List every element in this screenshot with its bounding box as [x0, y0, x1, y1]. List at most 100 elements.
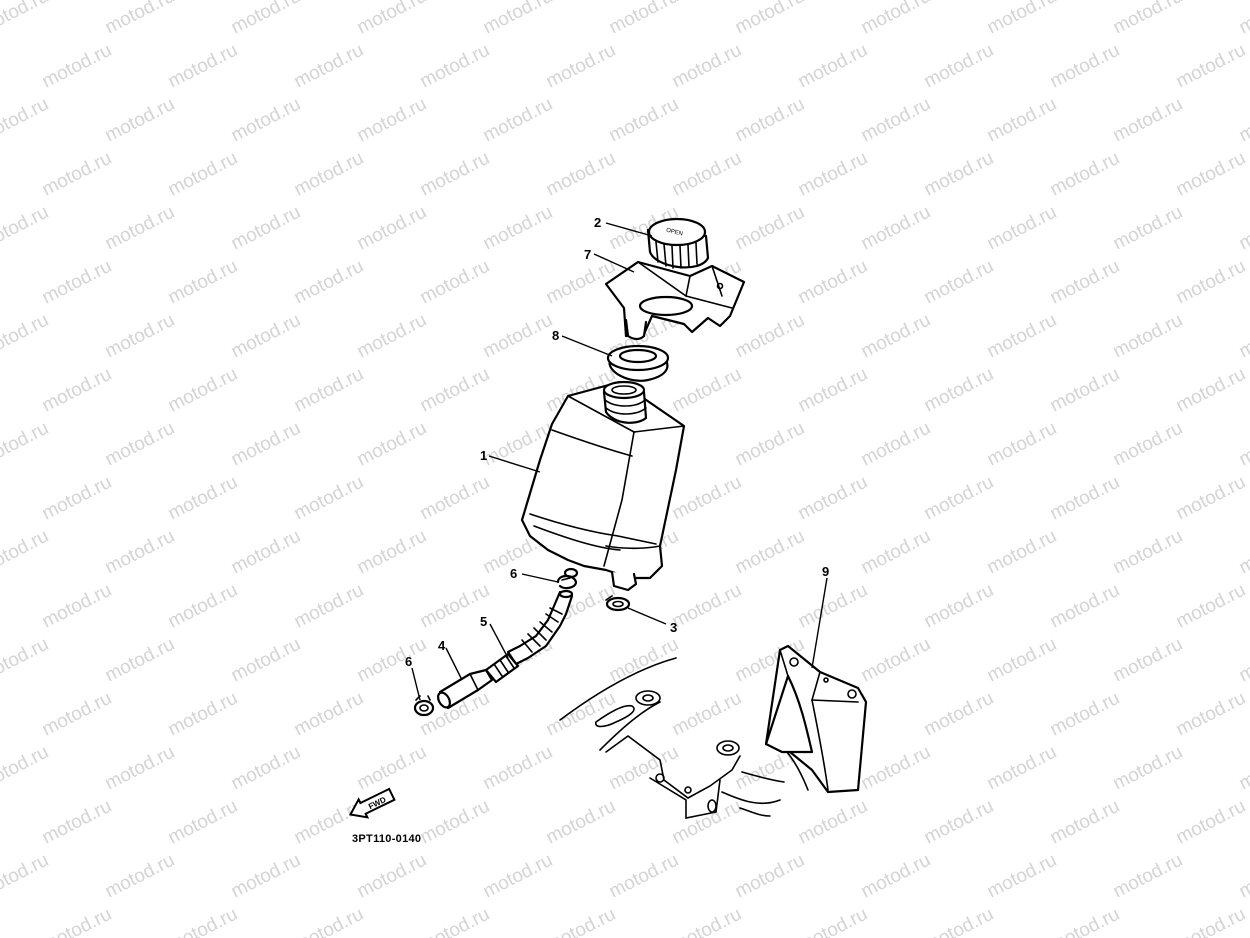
- watermark-text: motod.ru: [417, 796, 493, 849]
- watermark-text: motod.ru: [39, 796, 115, 849]
- watermark-text: motod.ru: [984, 850, 1060, 903]
- watermark-text: motod.ru: [0, 202, 52, 255]
- diagram-code: 3PT110-0140: [352, 833, 421, 845]
- reservoir-cap-part-2[interactable]: OPEN: [646, 217, 710, 269]
- watermark-text: motod.ru: [1110, 0, 1186, 38]
- watermark-text: motod.ru: [732, 526, 808, 579]
- watermark-text: motod.ru: [480, 850, 556, 903]
- watermark-text: motod.ru: [669, 364, 745, 417]
- watermark-text: motod.ru: [417, 364, 493, 417]
- watermark-text: motod.ru: [102, 418, 178, 471]
- watermark-text: motod.ru: [795, 148, 871, 201]
- watermark-text: motod.ru: [795, 256, 871, 309]
- watermark-text: motod.ru: [228, 850, 304, 903]
- pipe-part-4[interactable]: [436, 668, 494, 710]
- watermark-text: motod.ru: [984, 202, 1060, 255]
- watermark-text: motod.ru: [1047, 364, 1123, 417]
- watermark-text: motod.ru: [1236, 742, 1250, 795]
- watermark-text: motod.ru: [291, 904, 367, 938]
- watermark-text: motod.ru: [228, 634, 304, 687]
- watermark-text: motod.ru: [291, 688, 367, 741]
- watermark-text: motod.ru: [858, 94, 934, 147]
- callout-2: 2: [594, 215, 601, 230]
- clip-part-6-lower[interactable]: [413, 695, 435, 717]
- watermark-text: motod.ru: [1236, 310, 1250, 363]
- watermark-text: motod.ru: [1173, 364, 1249, 417]
- watermark-text: motod.ru: [858, 310, 934, 363]
- bracket-part-9[interactable]: [764, 644, 868, 794]
- watermark-text: motod.ru: [228, 94, 304, 147]
- watermark-text: motod.ru: [291, 580, 367, 633]
- watermark-text: motod.ru: [0, 418, 52, 471]
- watermark-text: motod.ru: [669, 796, 745, 849]
- hose-clamp-part-3[interactable]: [605, 595, 631, 612]
- watermark-text: motod.ru: [228, 742, 304, 795]
- watermark-text: motod.ru: [165, 472, 241, 525]
- cover-part-7[interactable]: [604, 260, 746, 341]
- gasket-part-8[interactable]: [606, 344, 670, 382]
- watermark-text: motod.ru: [417, 472, 493, 525]
- clip-part-6-upper[interactable]: [556, 574, 578, 590]
- watermark-text: motod.ru: [858, 850, 934, 903]
- watermark-text: motod.ru: [165, 796, 241, 849]
- watermark-text: motod.ru: [39, 472, 115, 525]
- watermark-text: motod.ru: [354, 94, 430, 147]
- watermark-text: motod.ru: [39, 580, 115, 633]
- watermark-text: motod.ru: [291, 148, 367, 201]
- cap-marking-text: OPEN: [665, 228, 683, 238]
- watermark-text: motod.ru: [732, 94, 808, 147]
- watermark-text: motod.ru: [165, 40, 241, 93]
- watermark-text: motod.ru: [732, 310, 808, 363]
- watermark-text: motod.ru: [1047, 580, 1123, 633]
- watermark-text: motod.ru: [102, 94, 178, 147]
- watermark-text: motod.ru: [1236, 94, 1250, 147]
- watermark-text: motod.ru: [0, 634, 52, 687]
- callout-3: 3: [670, 620, 677, 635]
- watermark-text: motod.ru: [480, 202, 556, 255]
- watermark-text: motod.ru: [165, 364, 241, 417]
- watermark-text: motod.ru: [984, 310, 1060, 363]
- watermark-text: motod.ru: [1173, 148, 1249, 201]
- watermark-text: motod.ru: [1047, 40, 1123, 93]
- callout-5: 5: [480, 614, 487, 629]
- watermark-text: motod.ru: [1110, 202, 1186, 255]
- watermark-text: motod.ru: [102, 0, 178, 38]
- watermark-text: motod.ru: [354, 742, 430, 795]
- watermark-text: motod.ru: [354, 418, 430, 471]
- watermark-text: motod.ru: [795, 40, 871, 93]
- watermark-text: motod.ru: [39, 364, 115, 417]
- watermark-text: motod.ru: [921, 472, 997, 525]
- watermark-text: motod.ru: [669, 688, 745, 741]
- watermark-text: motod.ru: [0, 742, 52, 795]
- watermark-text: motod.ru: [39, 904, 115, 938]
- watermark-text: motod.ru: [1173, 256, 1249, 309]
- watermark-text: motod.ru: [102, 526, 178, 579]
- watermark-text: motod.ru: [1236, 0, 1250, 38]
- watermark-text: motod.ru: [165, 256, 241, 309]
- watermark-text: motod.ru: [1173, 472, 1249, 525]
- callout-6-lower: 6: [405, 654, 412, 669]
- watermark-text: motod.ru: [858, 742, 934, 795]
- watermark-text: motod.ru: [795, 580, 871, 633]
- watermark-text: motod.ru: [354, 202, 430, 255]
- reservoir-tank-part-1[interactable]: [520, 380, 686, 592]
- watermark-text: motod.ru: [795, 796, 871, 849]
- watermark-text: motod.ru: [1047, 472, 1123, 525]
- watermark-text: motod.ru: [669, 472, 745, 525]
- watermark-text: motod.ru: [921, 580, 997, 633]
- callout-9: 9: [822, 564, 829, 579]
- watermark-text: motod.ru: [669, 580, 745, 633]
- callout-1: 1: [480, 448, 487, 463]
- watermark-text: motod.ru: [984, 526, 1060, 579]
- watermark-text: motod.ru: [291, 40, 367, 93]
- watermark-text: motod.ru: [1173, 904, 1249, 938]
- watermark-text: motod.ru: [291, 256, 367, 309]
- watermark-text: motod.ru: [102, 202, 178, 255]
- watermark-text: motod.ru: [1110, 850, 1186, 903]
- watermark-text: motod.ru: [858, 418, 934, 471]
- callout-6-upper: 6: [510, 566, 517, 581]
- leader-lines: [411, 222, 828, 701]
- watermark-text: motod.ru: [1110, 94, 1186, 147]
- hose-part-5[interactable]: [484, 589, 574, 684]
